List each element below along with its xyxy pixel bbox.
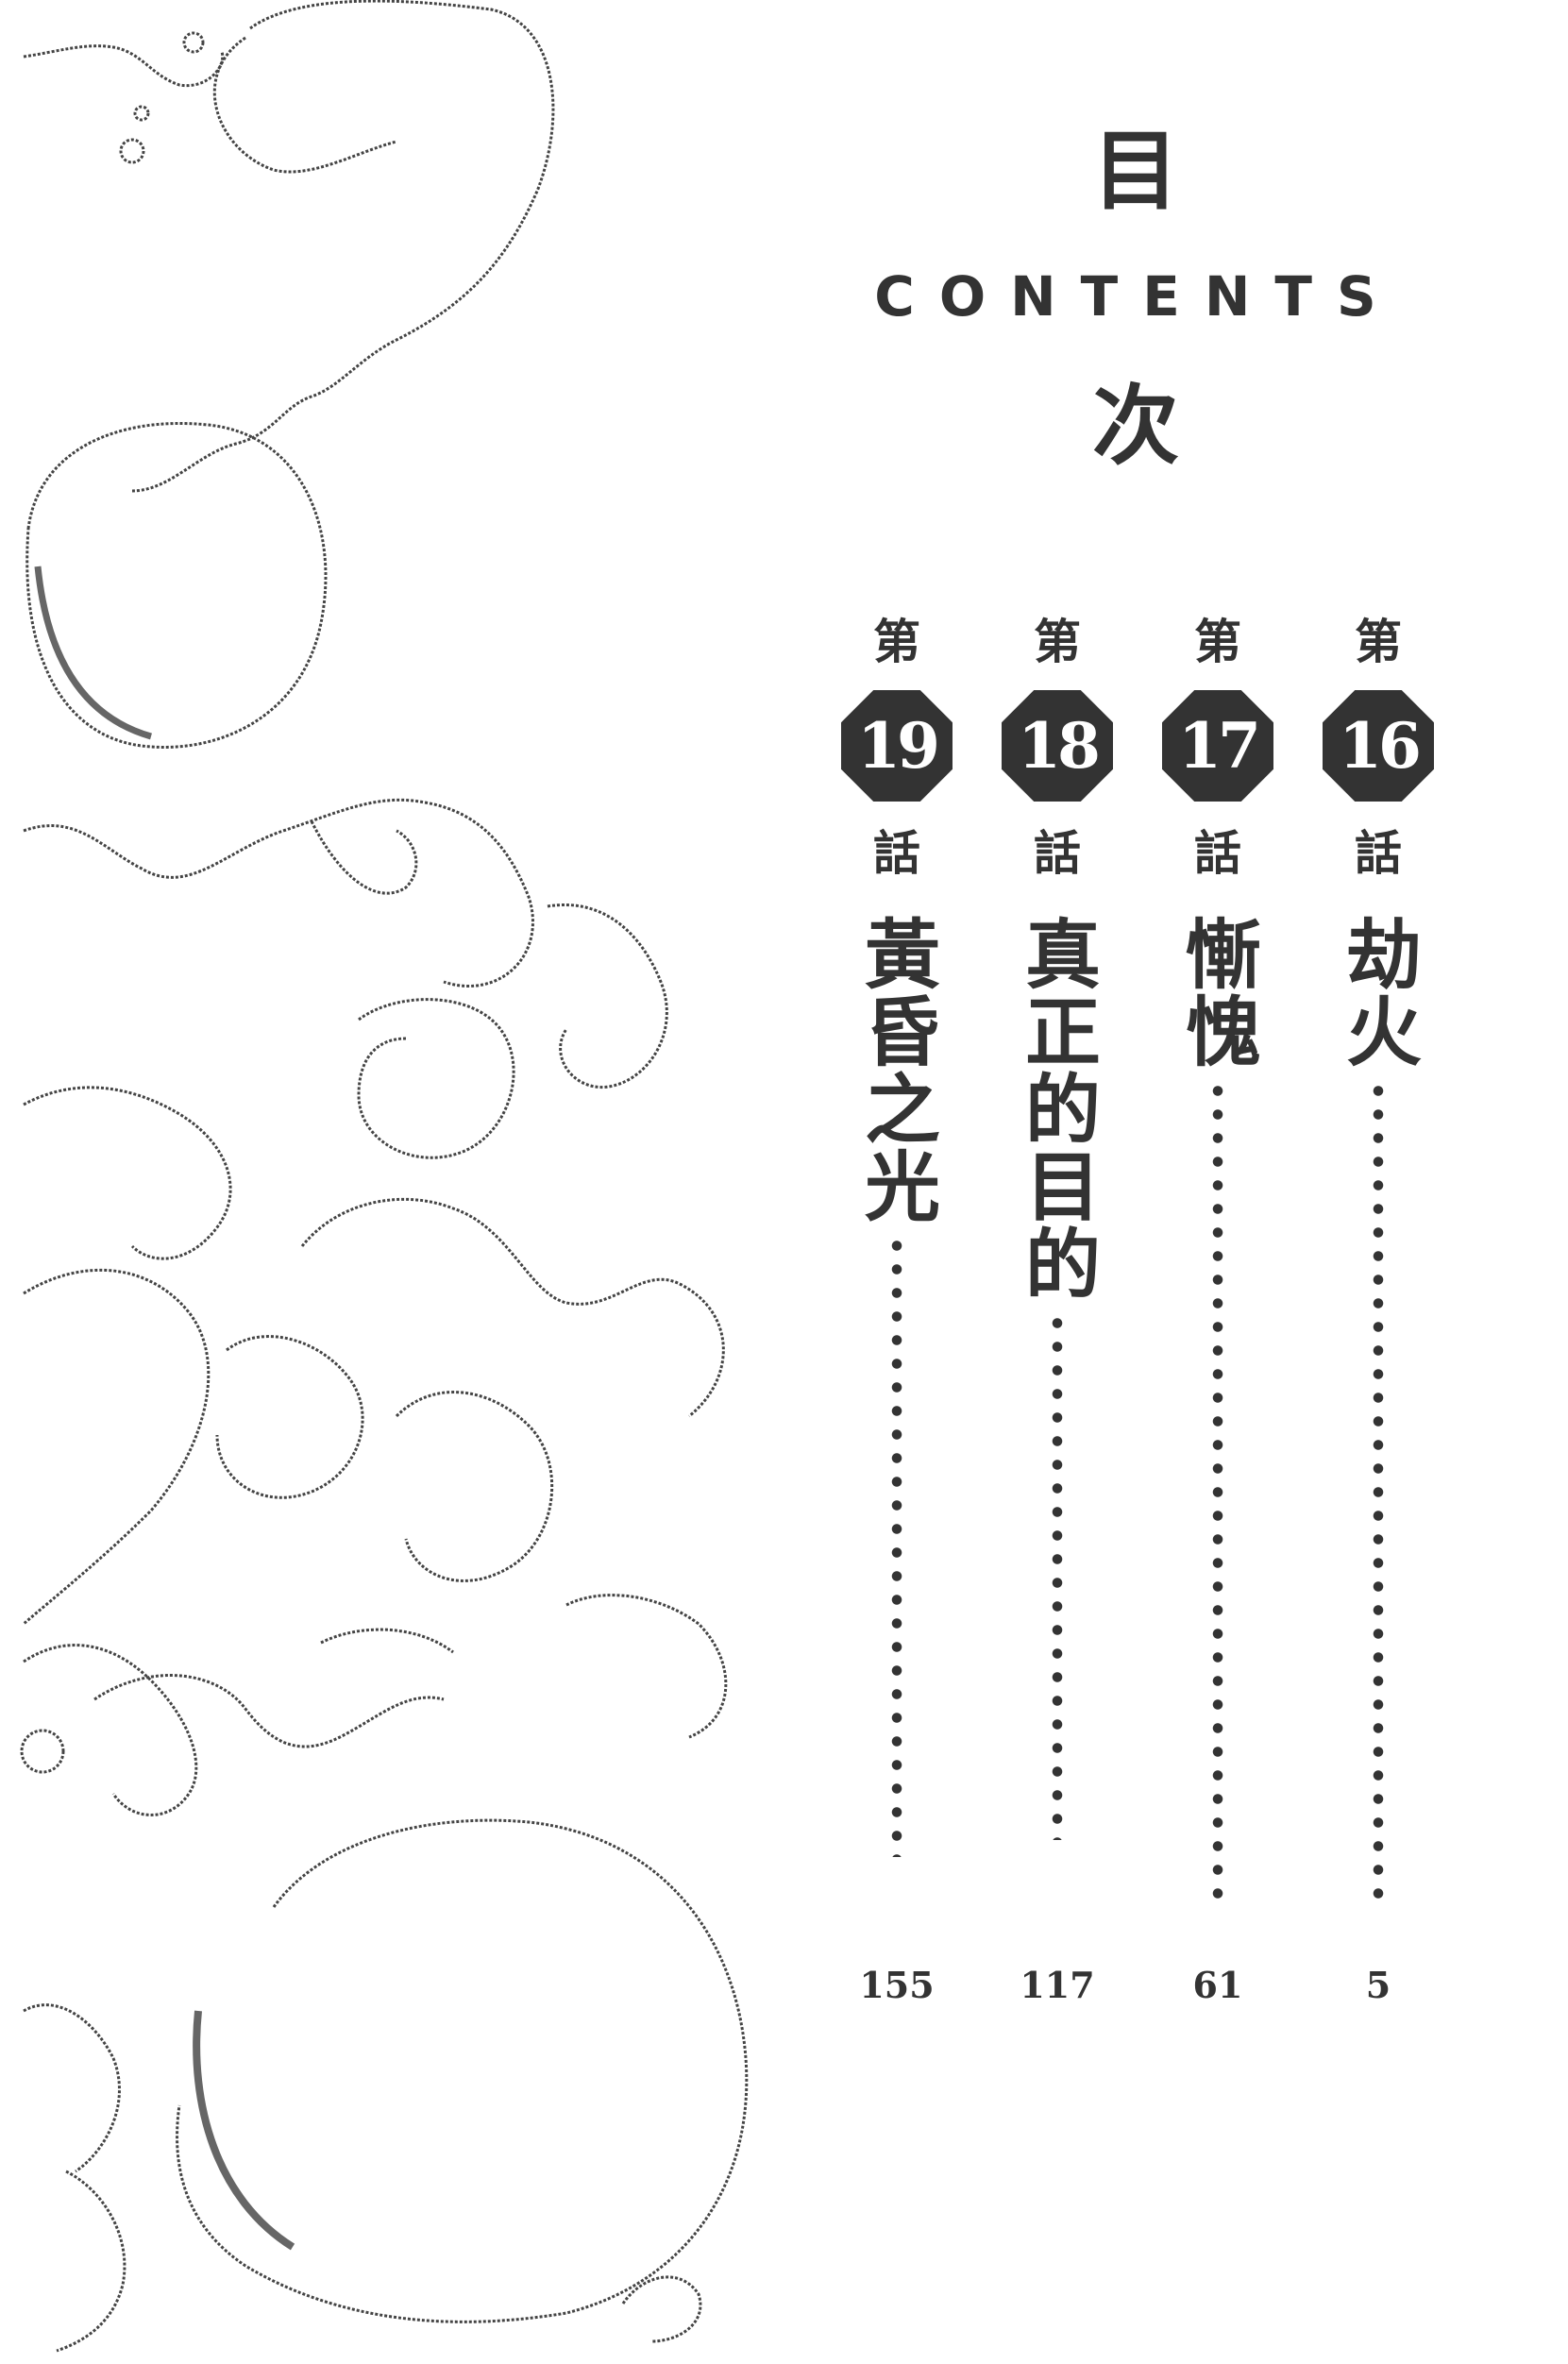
chapter-suffix: 話 [1194,825,1241,881]
chapter-number: 18 [1018,709,1101,783]
chapter-entry-16[interactable]: 第 16 話 劫火 [1317,618,1440,1900]
chapter-suffix: 話 [873,825,920,881]
page-number-chapter-16[interactable]: 5 [1365,1964,1391,2006]
chapter-entry-17[interactable]: 第 17 話 慚愧 [1156,618,1279,1900]
cloud-wave-illustration [0,0,774,2360]
dotted-leader [1373,1079,1384,1900]
page-number-chapter-17[interactable]: 61 [1192,1964,1243,2006]
chapter-prefix: 第 [1194,614,1241,669]
chapter-title: 真正的目的 [1013,915,1102,1302]
chapter-title: 慚愧 [1173,915,1262,1070]
chapter-entry-18[interactable]: 第 18 話 真正的目的 [996,618,1119,1840]
chapter-suffix: 話 [1355,825,1402,881]
chapter-number: 16 [1339,709,1422,783]
chapter-prefix: 第 [873,614,920,669]
dotted-leader [1052,1311,1063,1840]
chapter-number-badge: 17 [1162,690,1273,802]
dotted-leader [891,1234,902,1857]
page-number-chapter-18[interactable]: 117 [1020,1964,1095,2006]
chapter-prefix: 第 [1034,614,1081,669]
page-number-chapter-19[interactable]: 155 [859,1964,935,2006]
chapter-suffix: 話 [1034,825,1081,881]
contents-title-english: CONTENTS [874,264,1401,329]
chapter-number: 17 [1178,709,1261,783]
dotted-leader [1212,1079,1223,1900]
chapter-number-badge: 18 [1002,690,1113,802]
chapter-number-badge: 16 [1323,690,1434,802]
chapter-prefix: 第 [1355,614,1402,669]
chapter-title: 劫火 [1334,915,1423,1070]
contents-title-kanji-bottom: 次 [1091,375,1179,477]
chapter-title: 黃昏之光 [852,915,941,1224]
chapter-number: 19 [857,709,940,783]
chapter-number-badge: 19 [841,690,953,802]
chapter-entry-19[interactable]: 第 19 話 黃昏之光 [835,618,958,1857]
contents-title-kanji-top: 目 [1091,120,1179,222]
cloud-swirl-icon [20,0,749,2353]
